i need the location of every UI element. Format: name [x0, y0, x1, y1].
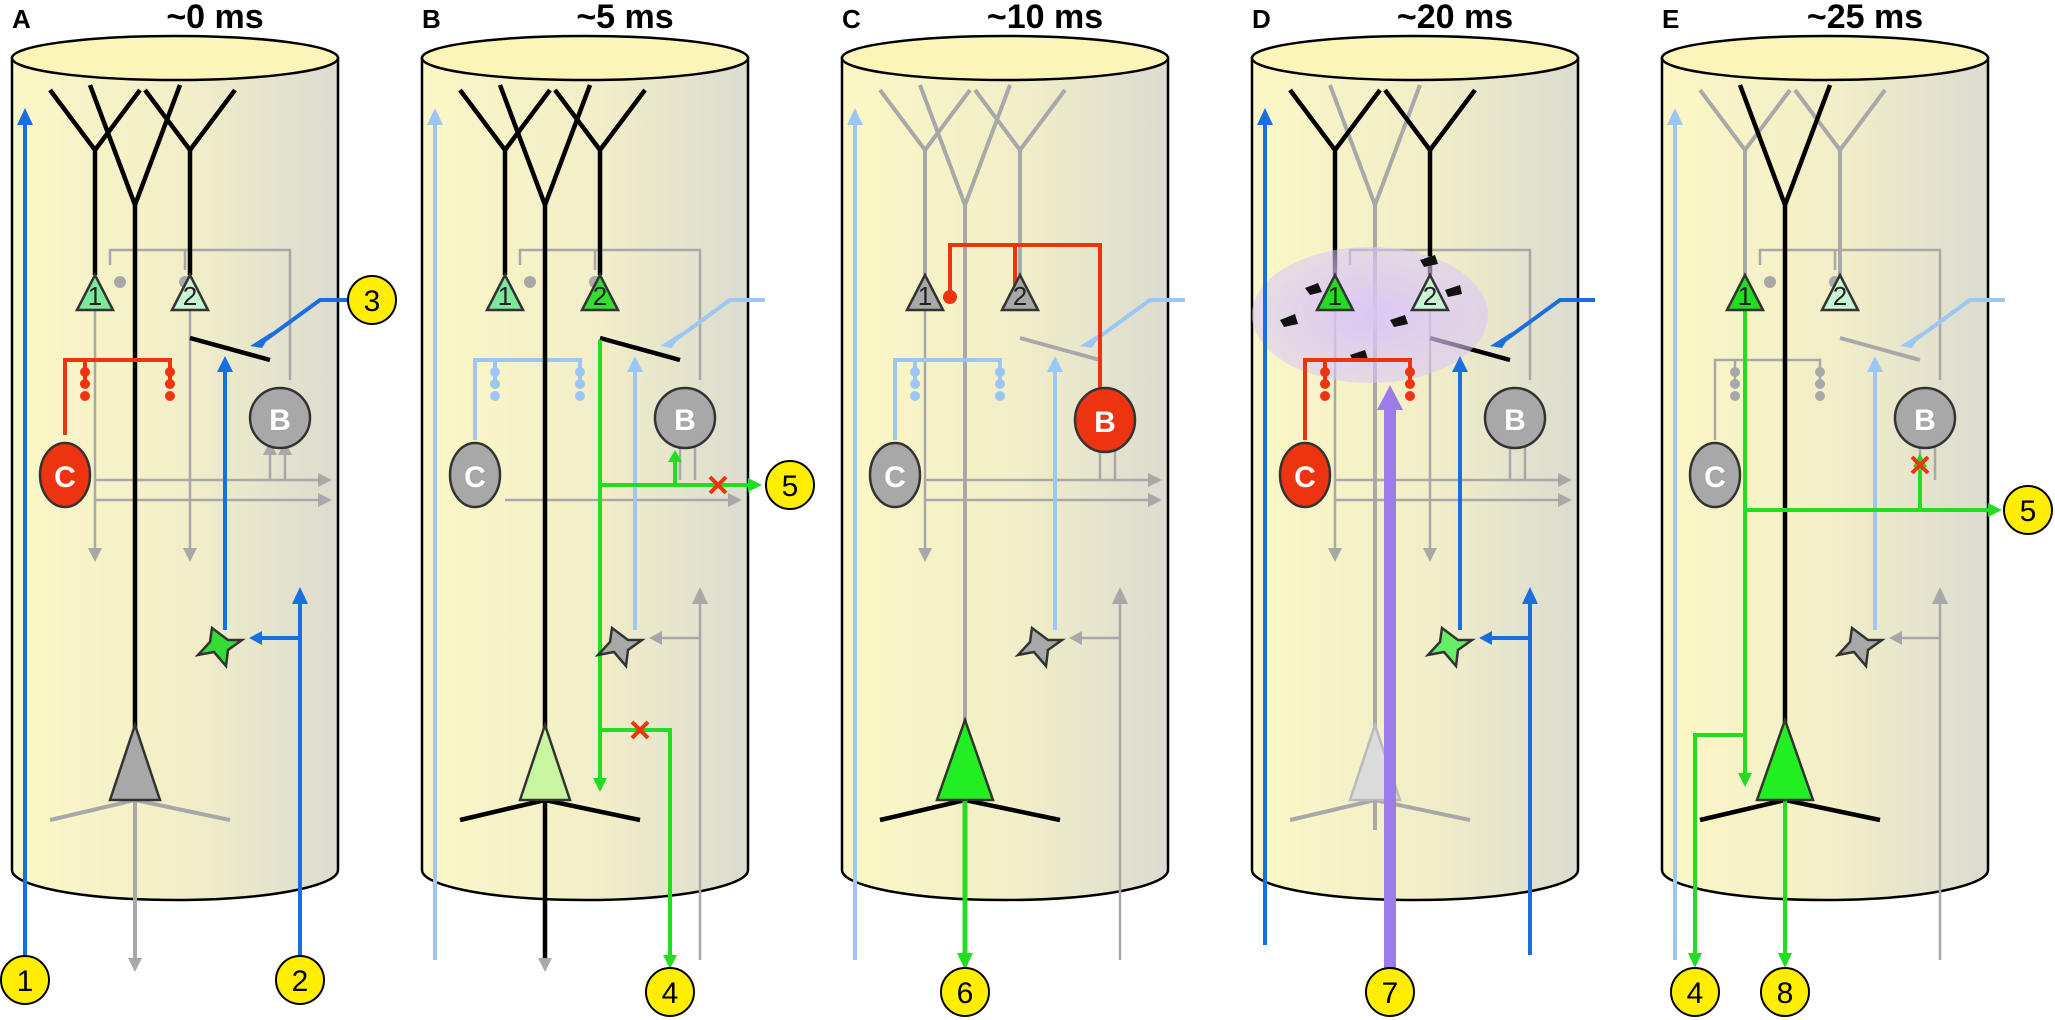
callout-7: 7	[1365, 967, 1415, 1017]
pyramid-2-label: 2	[1423, 281, 1437, 311]
panel-b: B ~5 ms 1 2 B C 4 5	[420, 0, 815, 1017]
pyramid-1: 1	[1724, 272, 1766, 312]
callout-2: 2	[275, 955, 325, 1005]
panel-letter: E	[1662, 4, 1679, 34]
cell-b: B	[653, 386, 717, 450]
panel-letter: D	[1252, 4, 1271, 34]
svg-text:4: 4	[1687, 977, 1704, 1010]
cell-c-label: C	[54, 461, 76, 494]
cell-b-label: B	[674, 404, 696, 437]
svg-text:6: 6	[957, 977, 974, 1010]
neuromodulator-input	[1377, 385, 1403, 970]
cell-c-label: C	[1704, 461, 1726, 494]
cell-b-label: B	[1094, 406, 1116, 439]
pyramid-2: 2	[1409, 272, 1451, 312]
svg-text:4: 4	[662, 977, 679, 1010]
pyramid-2: 2	[999, 272, 1041, 312]
cell-c-label: C	[1294, 461, 1316, 494]
pyramid-2: 2	[579, 272, 621, 312]
panel-time: ~25 ms	[1807, 0, 1923, 36]
pyramid-1: 1	[484, 272, 526, 312]
callout-1: 1	[0, 955, 50, 1005]
cell-b-label: B	[269, 404, 291, 437]
pyramid-2-label: 2	[1013, 281, 1027, 311]
callout-5: 5	[765, 460, 815, 510]
panel-e: E ~25 ms 1 2 B C 4 8 5	[1660, 0, 2053, 1017]
cell-b: B	[1893, 386, 1957, 450]
svg-text:7: 7	[1382, 977, 1399, 1010]
callout-3: 3	[347, 275, 397, 325]
cell-c-label: C	[464, 461, 486, 494]
pyramid-1-label: 1	[1328, 281, 1342, 311]
callout-4: 4	[645, 967, 695, 1017]
panel-c: C ~10 ms 1 2 B C 6	[840, 0, 1185, 1017]
svg-text:2: 2	[292, 965, 309, 998]
pyramid-1-label: 1	[1738, 281, 1752, 311]
panel-letter: C	[842, 4, 861, 34]
pyramid-2-label: 2	[183, 281, 197, 311]
panel-time: ~10 ms	[987, 0, 1103, 36]
pyramid-1: 1	[904, 272, 946, 312]
panel-time: ~5 ms	[576, 0, 673, 36]
cell-c: C	[868, 441, 922, 509]
pyramid-1: 1	[1314, 272, 1356, 312]
svg-text:8: 8	[1777, 977, 1794, 1010]
svg-text:3: 3	[364, 285, 381, 318]
cell-b: B	[1073, 386, 1137, 454]
callout-8: 8	[1760, 967, 1810, 1017]
pyramid-2-label: 2	[593, 281, 607, 311]
cell-c-label: C	[884, 461, 906, 494]
panel-time: ~0 ms	[166, 0, 263, 36]
cell-b-label: B	[1914, 404, 1936, 437]
pyramid-2: 2	[1819, 272, 1861, 312]
cell-b-label: B	[1504, 404, 1526, 437]
svg-text:5: 5	[2020, 495, 2037, 528]
cell-c: C	[448, 441, 502, 509]
panel-a: A ~0 ms 1	[0, 0, 397, 1005]
panel-d: D ~20 ms 1 2 B C 7	[1250, 0, 1595, 1017]
neuromodulator-cloud	[1252, 247, 1488, 383]
pyramid-1: 1	[74, 272, 116, 312]
cell-c: C	[38, 441, 92, 509]
cell-c: C	[1688, 441, 1742, 509]
callout-4: 4	[1670, 967, 1720, 1017]
cell-b: B	[248, 386, 312, 450]
cell-c: C	[1278, 441, 1332, 509]
cell-b: B	[1483, 386, 1547, 450]
svg-text:5: 5	[782, 470, 799, 503]
panel-time: ~20 ms	[1397, 0, 1513, 36]
svg-text:1: 1	[17, 965, 34, 998]
pyramid-2: 2	[169, 272, 211, 312]
panel-letter: A	[12, 4, 31, 34]
pyramid-1-label: 1	[918, 281, 932, 311]
callout-5: 5	[2003, 485, 2053, 535]
callout-6: 6	[940, 967, 990, 1017]
panel-letter: B	[422, 4, 441, 34]
pyramid-2-label: 2	[1833, 281, 1847, 311]
pyramid-1-label: 1	[498, 281, 512, 311]
pyramid-1-label: 1	[88, 281, 102, 311]
